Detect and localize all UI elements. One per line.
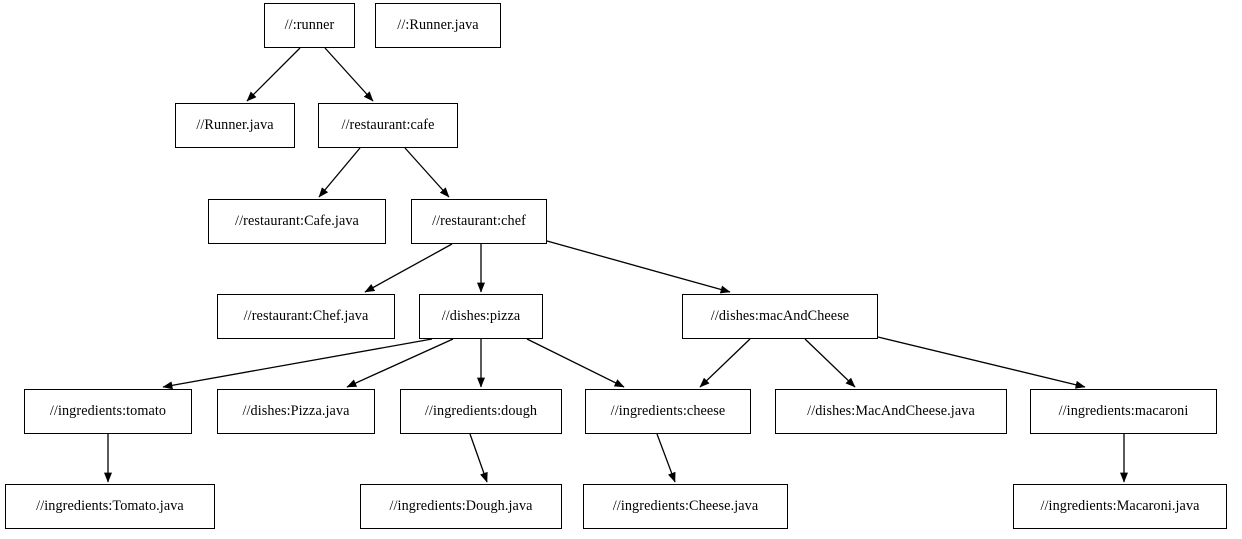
graph-node-label: //:Runner.java (397, 17, 479, 34)
graph-edge-ing_cheese-to-cheese_java (656, 433, 676, 483)
graph-node-restaurant_chef[interactable]: //restaurant:chef (411, 199, 547, 244)
graph-edge-restaurant_cafe-to-restaurant_chef (404, 147, 450, 198)
graph-node-ing_dough[interactable]: //ingredients:dough (400, 389, 562, 434)
graph-node-macaroni_java[interactable]: //ingredients:Macaroni.java (1013, 484, 1227, 529)
graph-node-pizza_java[interactable]: //dishes:Pizza.java (217, 389, 375, 434)
graph-node-label: //ingredients:macaroni (1058, 403, 1189, 420)
graph-edge-dishes_pizza-to-pizza_java (346, 338, 454, 388)
graph-edge-runner-to-runner_java (246, 47, 301, 102)
graph-edge-runner-to-restaurant_cafe (324, 47, 374, 102)
graph-node-mac_java[interactable]: //dishes:MacAndCheese.java (775, 389, 1007, 434)
graph-node-label: //:runner (284, 17, 335, 34)
graph-node-restaurant_cafe[interactable]: //restaurant:cafe (318, 103, 458, 148)
graph-node-dishes_mac[interactable]: //dishes:macAndCheese (682, 294, 878, 339)
graph-node-label: //restaurant:chef (432, 213, 526, 230)
graph-node-label: //restaurant:Cafe.java (235, 213, 359, 230)
graph-edge-ing_dough-to-dough_java (469, 433, 488, 483)
graph-node-cafe_java[interactable]: //restaurant:Cafe.java (208, 199, 386, 244)
graph-node-label: //ingredients:Cheese.java (612, 498, 759, 515)
graph-node-label: //ingredients:Dough.java (389, 498, 533, 515)
graph-edge-restaurant_chef-to-chef_java (364, 243, 453, 293)
graph-node-label: //ingredients:tomato (49, 403, 167, 420)
graph-edge-dishes_mac-to-ing_cheese (699, 338, 751, 388)
graph-edge-dishes_pizza-to-ing_tomato (162, 338, 433, 390)
graph-node-ing_cheese[interactable]: //ingredients:cheese (585, 389, 751, 434)
graph-node-label: //ingredients:Macaroni.java (1040, 498, 1200, 515)
graph-node-label: //restaurant:cafe (341, 117, 435, 134)
graph-node-label: //dishes:Pizza.java (242, 403, 350, 420)
graph-node-runner_java[interactable]: //Runner.java (175, 103, 295, 148)
graph-node-ing_macaroni[interactable]: //ingredients:macaroni (1030, 389, 1217, 434)
graph-node-runner[interactable]: //:runner (264, 3, 355, 48)
graph-edge-restaurant_chef-to-dishes_mac (546, 240, 731, 294)
graph-node-label: //dishes:pizza (441, 308, 521, 325)
graph-node-tomato_java[interactable]: //ingredients:Tomato.java (5, 484, 215, 529)
graph-edge-dishes_pizza-to-ing_cheese (526, 338, 625, 388)
graph-node-label: //ingredients:dough (424, 403, 538, 420)
graph-node-runner_java_root[interactable]: //:Runner.java (375, 3, 501, 48)
graph-edge-dishes_mac-to-mac_java (804, 338, 856, 388)
graph-node-ing_tomato[interactable]: //ingredients:tomato (24, 389, 192, 434)
graph-node-dishes_pizza[interactable]: //dishes:pizza (419, 294, 543, 339)
graph-edge-restaurant_cafe-to-cafe_java (318, 147, 361, 198)
graph-node-label: //restaurant:Chef.java (243, 308, 369, 325)
graph-node-dough_java[interactable]: //ingredients:Dough.java (360, 484, 562, 529)
graph-node-label: //dishes:MacAndCheese.java (807, 403, 975, 420)
graph-node-label: //ingredients:Tomato.java (36, 498, 184, 515)
graph-edge-dishes_mac-to-ing_macaroni (877, 336, 1086, 389)
graph-node-chef_java[interactable]: //restaurant:Chef.java (217, 294, 395, 339)
graph-node-label: //dishes:macAndCheese (710, 308, 850, 325)
graph-node-cheese_java[interactable]: //ingredients:Cheese.java (583, 484, 788, 529)
graph-node-label: //ingredients:cheese (610, 403, 726, 420)
graph-node-label: //Runner.java (196, 117, 274, 134)
